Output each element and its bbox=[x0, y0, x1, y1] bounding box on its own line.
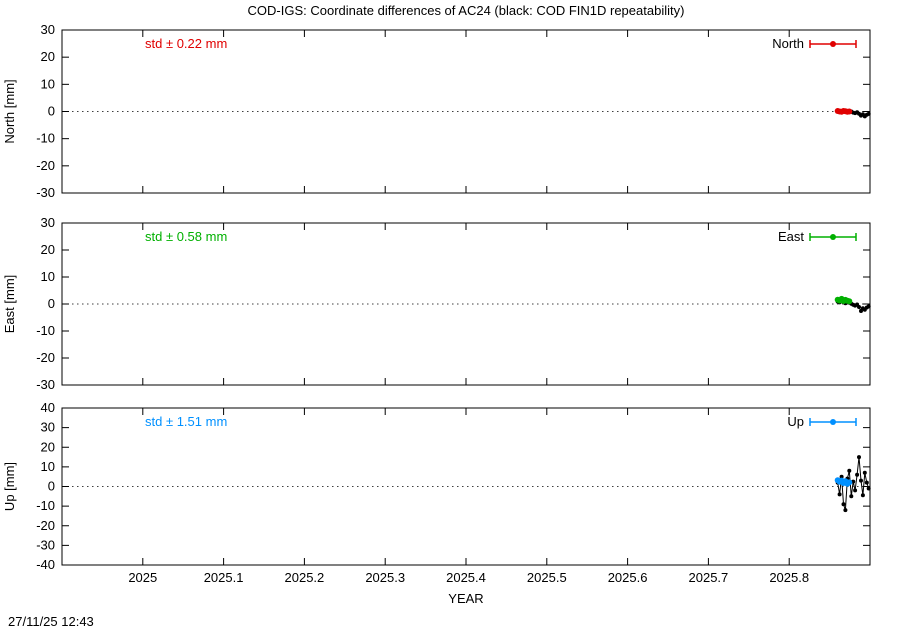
data-point bbox=[862, 470, 867, 475]
y-tick-label: 0 bbox=[48, 104, 55, 119]
data-point bbox=[846, 298, 853, 305]
y-tick-label: -10 bbox=[36, 131, 55, 146]
data-point bbox=[841, 502, 846, 507]
x-tick-label: 2025.8 bbox=[769, 570, 809, 585]
y-tick-label: -10 bbox=[36, 323, 55, 338]
plot-border bbox=[61, 29, 871, 194]
data-point bbox=[866, 111, 871, 116]
data-point bbox=[846, 479, 853, 486]
y-tick-label: 30 bbox=[41, 420, 55, 435]
y-axis-label: North [mm] bbox=[2, 79, 17, 143]
y-tick-label: -30 bbox=[36, 377, 55, 392]
x-tick-label: 2025 bbox=[128, 570, 157, 585]
y-tick-label: 30 bbox=[41, 22, 55, 37]
data-point bbox=[860, 493, 865, 498]
legend-label: North bbox=[772, 36, 804, 51]
x-axis-label: YEAR bbox=[448, 591, 483, 606]
data-point bbox=[857, 305, 861, 309]
panel-up: -40 -30 -20 -10 0 10 20 30 40 2025 2025.1 2025.2 202… bbox=[2, 400, 871, 585]
data-point bbox=[855, 472, 860, 477]
data-point bbox=[859, 478, 863, 483]
y-axis-label: East [mm] bbox=[2, 275, 17, 334]
std-label: std ± 0.58 mm bbox=[145, 229, 227, 244]
x-tick-label: 2025.2 bbox=[285, 570, 325, 585]
x-tick-label: 2025.3 bbox=[365, 570, 405, 585]
y-tick-label: -20 bbox=[36, 350, 55, 365]
y-tick-label: -20 bbox=[36, 158, 55, 173]
x-tick-label: 2025.1 bbox=[204, 570, 244, 585]
data-point bbox=[846, 108, 853, 115]
chart-title: COD-IGS: Coordinate differences of AC24 … bbox=[248, 3, 685, 18]
legend-label: Up bbox=[787, 414, 804, 429]
legend-point bbox=[830, 234, 836, 240]
data-point bbox=[843, 508, 848, 513]
y-tick-label: -20 bbox=[36, 518, 55, 533]
data-point bbox=[866, 304, 871, 309]
plot-border bbox=[61, 407, 871, 566]
y-tick-label: 10 bbox=[41, 269, 55, 284]
data-point bbox=[866, 486, 871, 491]
y-tick-label: 10 bbox=[41, 459, 55, 474]
x-tick-label: 2025.6 bbox=[608, 570, 648, 585]
std-label: std ± 1.51 mm bbox=[145, 414, 227, 429]
y-tick-label: 20 bbox=[41, 242, 55, 257]
y-tick-label: 30 bbox=[41, 215, 55, 230]
y-tick-label: -10 bbox=[36, 498, 55, 513]
data-point bbox=[857, 455, 861, 460]
y-tick-label: 20 bbox=[41, 49, 55, 64]
y-tick-label: -40 bbox=[36, 557, 55, 572]
std-label: std ± 0.22 mm bbox=[145, 36, 227, 51]
data-point bbox=[853, 488, 858, 493]
legend-label: East bbox=[778, 229, 804, 244]
x-tick-label: 2025.7 bbox=[689, 570, 729, 585]
data-point bbox=[839, 474, 844, 479]
y-axis-label: Up [mm] bbox=[2, 462, 17, 511]
data-point bbox=[847, 468, 852, 473]
y-tick-label: -30 bbox=[36, 185, 55, 200]
data-point bbox=[837, 492, 842, 497]
y-tick-label: 20 bbox=[41, 439, 55, 454]
y-tick-label: -30 bbox=[36, 537, 55, 552]
y-tick-label: 40 bbox=[41, 400, 55, 415]
y-tick-label: 0 bbox=[48, 296, 55, 311]
legend-point bbox=[830, 419, 836, 425]
plot-border bbox=[61, 222, 871, 386]
y-tick-label: 10 bbox=[41, 76, 55, 91]
data-point bbox=[849, 494, 854, 499]
data-point bbox=[864, 480, 869, 485]
legend-point bbox=[830, 41, 836, 47]
x-tick-label: 2025.5 bbox=[527, 570, 567, 585]
panel-north: -30 -20 -10 0 10 20 30 std ± 0.22 mm NorthNorth … bbox=[2, 22, 871, 200]
timestamp: 27/11/25 12:43 bbox=[8, 614, 94, 629]
y-tick-label: 0 bbox=[48, 479, 55, 494]
x-tick-label: 2025.4 bbox=[446, 570, 486, 585]
